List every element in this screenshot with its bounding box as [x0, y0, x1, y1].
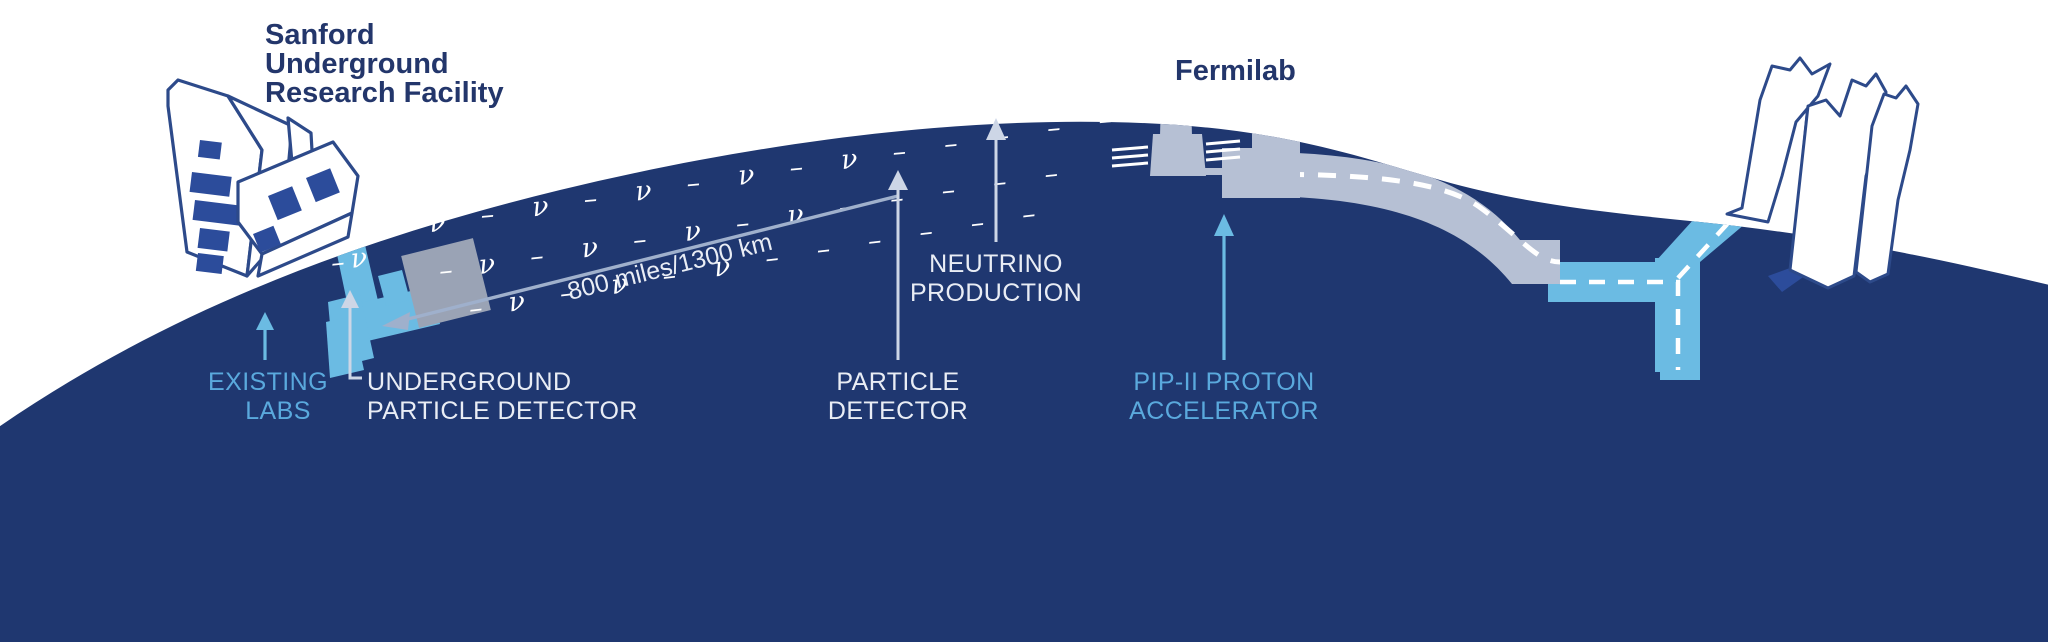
svg-text:–: – [969, 207, 986, 239]
near-detector-beam-lines [1111, 139, 1241, 168]
callout-underground-line-1: UNDERGROUND [367, 368, 571, 396]
neutrino-beam-row-2: – ν – ν – ν – ν – – – – – [438, 158, 1060, 287]
callout-pip-ii-line-1: PIP-II PROTON [1133, 368, 1314, 396]
svg-text:ν: ν [840, 144, 859, 176]
svg-text:–: – [1097, 104, 1113, 136]
callout-existing-labs: EXISTING LABS [208, 368, 328, 425]
callout-particle-detector-line-2: DETECTOR [828, 397, 968, 425]
svg-text:ν: ν [531, 191, 550, 223]
svg-text:–: – [479, 199, 495, 231]
svg-text:–: – [1020, 198, 1037, 230]
svg-text:ν: ν [712, 251, 732, 284]
neutrino-symbol: ν [428, 207, 447, 239]
svg-text:ν: ν [349, 242, 369, 275]
callout-existing-labs-line-2: LABS [245, 397, 311, 425]
svg-text:–: – [891, 136, 907, 168]
svg-text:–: – [631, 224, 648, 256]
leader-particle-detector [888, 170, 908, 360]
leader-pip-ii [1214, 214, 1234, 360]
svg-text:–: – [1046, 112, 1062, 144]
neutrino-beam: ν – ν – ν – ν – ν – – – – – – ν – ν – ν … [329, 104, 1114, 325]
svg-text:–: – [788, 152, 804, 184]
svg-text:–: – [734, 208, 751, 240]
svg-text:–: – [661, 260, 678, 292]
svg-text:–: – [940, 175, 957, 207]
surf-title-line-1: Sanford [265, 19, 375, 51]
surf-building [166, 78, 360, 278]
callout-neutrino-production-line-1: NEUTRINO [929, 250, 1063, 278]
callout-particle-detector: PARTICLE DETECTOR [828, 368, 968, 425]
svg-text:ν: ν [737, 159, 756, 191]
svg-text:–: – [685, 167, 701, 199]
svg-text:–: – [866, 225, 883, 257]
callout-pip-ii-line-2: ACCELERATOR [1129, 397, 1319, 425]
leader-existing-labs [256, 312, 274, 360]
surf-title: Sanford Underground Research Facility [265, 19, 504, 109]
callout-particle-detector-line-1: PARTICLE [836, 368, 959, 396]
surf-title-line-2: Underground [265, 48, 449, 80]
svg-text:ν: ν [477, 248, 496, 281]
svg-text:ν: ν [634, 175, 653, 207]
callout-existing-labs-line-1: EXISTING [208, 368, 328, 396]
fermilab-title: Fermilab [1175, 55, 1296, 87]
near-detector [1111, 121, 1241, 176]
callout-neutrino-production-line-2: PRODUCTION [910, 279, 1082, 307]
svg-text:ν: ν [683, 215, 702, 248]
svg-text:–: – [837, 191, 854, 223]
svg-text:–: – [764, 242, 781, 274]
svg-text:ν: ν [610, 268, 630, 301]
leader-underground-particle-detector [341, 290, 362, 380]
leader-neutrino-production [986, 118, 1006, 242]
svg-text:–: – [529, 240, 546, 272]
svg-text:–: – [1043, 158, 1060, 190]
surf-lab-windows [252, 168, 340, 253]
svg-text:–: – [438, 255, 455, 287]
svg-text:–: – [558, 277, 575, 309]
svg-text:–: – [815, 234, 832, 266]
beamline-beam-dashes [1221, 171, 1561, 265]
surf-title-line-3: Research Facility [265, 77, 504, 109]
callout-underground-line-2: PARTICLE DETECTOR [367, 397, 638, 425]
callout-pip-ii: PIP-II PROTON ACCELERATOR [1129, 368, 1319, 425]
neutrino-beam-row-3: – ν – ν – ν – – – – – – [467, 198, 1037, 325]
svg-text:–: – [329, 247, 346, 279]
neutrino-beam-row-1: ν – ν – ν – ν – ν – – – – – [428, 104, 1114, 239]
svg-text:–: – [582, 183, 598, 215]
existing-labs-shaft [326, 232, 440, 378]
callout-neutrino-production: NEUTRINO PRODUCTION [910, 250, 1082, 307]
svg-text:ν: ν [580, 232, 599, 265]
accelerator-beam-dashes [1560, 279, 1681, 370]
svg-text:–: – [918, 216, 935, 248]
wilson-hall [1725, 56, 1920, 292]
callout-underground-particle-detector: UNDERGROUND PARTICLE DETECTOR [367, 368, 638, 425]
svg-text:ν: ν [786, 199, 805, 232]
far-detector-neutrino: – ν [329, 242, 369, 279]
svg-text:–: – [943, 128, 959, 160]
callout-leaders [256, 118, 1234, 380]
